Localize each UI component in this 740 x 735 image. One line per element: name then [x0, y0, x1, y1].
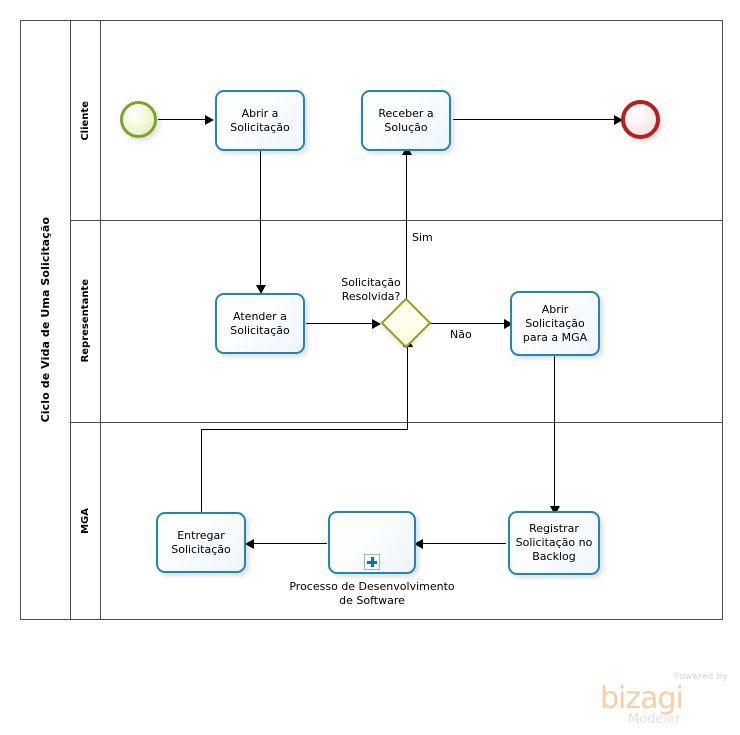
- flow-atender-to-gateway-arrowhead: [372, 319, 381, 329]
- flow-subprocesso-to-entregar-arrowhead: [245, 539, 254, 549]
- flow-start-to-abrir: [158, 119, 208, 120]
- pool-title-label: Ciclo de Vida de Uma Solicitação: [39, 217, 52, 423]
- lane-mga-text: MGA: [80, 507, 91, 534]
- lane-mga[interactable]: MGA: [71, 422, 723, 619]
- flow-abrir-to-atender-arrowhead: [256, 285, 266, 294]
- flow-abrir-to-atender: [260, 151, 261, 291]
- flow-receber-to-end-arrowhead: [614, 115, 623, 125]
- lane-cliente[interactable]: Cliente: [71, 21, 723, 220]
- flow-entregar-to-gateway-seg2: [201, 429, 408, 430]
- lane-representante[interactable]: Representante: [71, 220, 723, 422]
- subprocess-processo-desenvolvimento[interactable]: [328, 511, 416, 574]
- flow-registrar-to-subprocesso-arrowhead: [414, 539, 423, 549]
- lane-divider-1: [71, 220, 723, 221]
- lane-divider-2: [71, 422, 723, 423]
- lane-label-cliente: Cliente: [71, 21, 101, 220]
- end-event[interactable]: [621, 100, 660, 139]
- lane-label-mga: MGA: [71, 422, 101, 619]
- flow-abrir-mga-to-registrar-arrowhead: [550, 506, 560, 515]
- lane-label-representante: Representante: [71, 220, 101, 422]
- flow-entregar-to-gateway-seg3: [407, 345, 408, 430]
- flow-gateway-nao-arrowhead: [504, 319, 513, 329]
- collapsed-subprocess-plus-icon[interactable]: [364, 554, 380, 570]
- flow-label-nao: Não: [450, 328, 472, 341]
- bizagi-logo: Powered by bizagi Modeler: [600, 672, 730, 728]
- lane-cliente-text: Cliente: [80, 100, 91, 141]
- flow-gateway-sim-to-receber: [406, 151, 407, 303]
- flow-label-sim: Sim: [412, 231, 433, 244]
- flow-receber-to-end: [453, 119, 619, 120]
- lane-representante-text: Representante: [80, 279, 91, 363]
- flow-entregar-to-gateway-seg1: [201, 430, 202, 512]
- plus-icon-vertical-bar: [371, 557, 374, 567]
- pool-title: Ciclo de Vida de Uma Solicitação: [21, 21, 71, 619]
- powered-by-label: Powered by: [673, 672, 728, 682]
- bizagi-edition-label: Modeler: [628, 712, 681, 727]
- flow-abrir-mga-to-registrar: [554, 355, 555, 513]
- flow-start-to-abrir-arrowhead: [205, 115, 214, 125]
- bizagi-wordmark: bizagi: [600, 681, 684, 716]
- flow-gateway-nao-to-abrir-mga: [428, 323, 510, 324]
- start-event[interactable]: [120, 101, 157, 138]
- flow-atender-to-gateway: [306, 323, 376, 324]
- flow-registrar-to-subprocesso: [418, 543, 506, 544]
- flow-subprocesso-to-entregar: [249, 543, 327, 544]
